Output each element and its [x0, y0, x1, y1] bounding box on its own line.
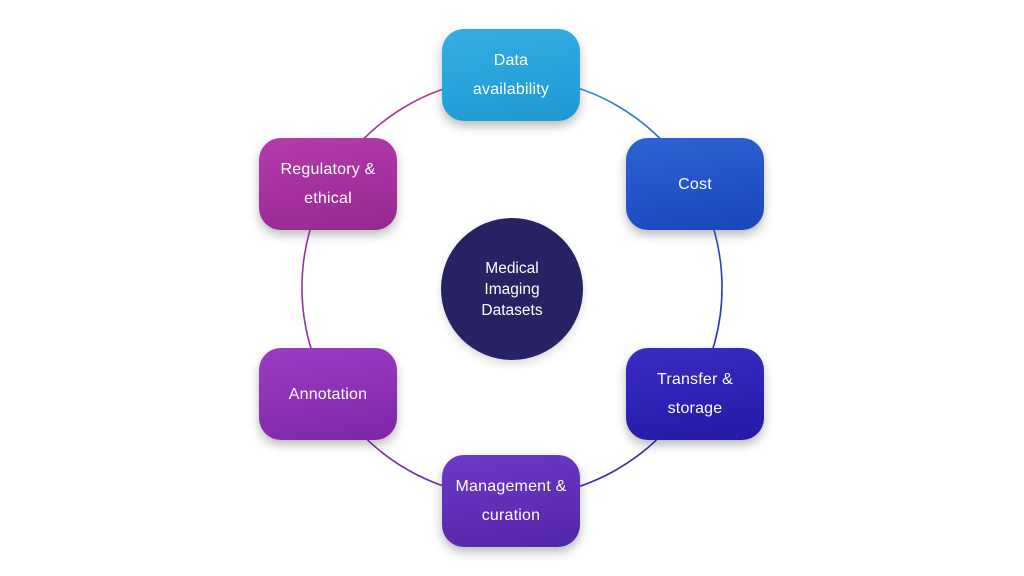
center-label-line: Medical: [485, 259, 539, 277]
node-regulatory-ethical: Regulatory & ethical: [259, 138, 397, 230]
node-label-line: Data: [493, 52, 529, 69]
node-data-availability: Data availability: [442, 29, 580, 121]
node-label-line: Management &: [455, 478, 567, 495]
node-label-line: availability: [472, 81, 550, 98]
node-management-curation: Management & curation: [442, 455, 580, 547]
node-label-line: Transfer &: [656, 371, 734, 388]
center-node-medical-imaging-datasets: Medical Imaging Datasets: [441, 218, 583, 360]
center-label-line: Datasets: [481, 301, 543, 319]
node-cost: Cost: [626, 138, 764, 230]
node-label-line: curation: [481, 507, 541, 524]
node-label-line: Regulatory &: [280, 161, 376, 178]
node-label-line: Cost: [678, 175, 712, 193]
node-label-line: storage: [667, 400, 723, 417]
node-label-line: Annotation: [288, 385, 368, 403]
center-label-line: Imaging: [484, 280, 540, 298]
node-transfer-storage: Transfer & storage: [626, 348, 764, 440]
node-label-line: ethical: [304, 190, 352, 207]
node-annotation: Annotation: [259, 348, 397, 440]
